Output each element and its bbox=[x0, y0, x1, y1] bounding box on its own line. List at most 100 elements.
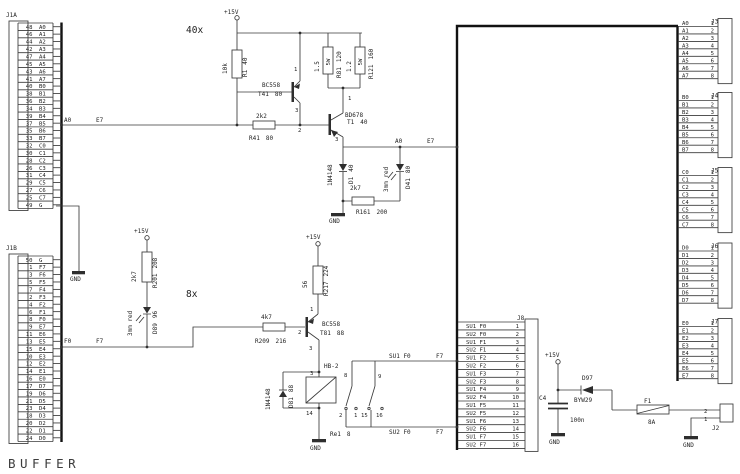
pin-name: E0 bbox=[39, 377, 46, 383]
pin-number: 2 bbox=[711, 253, 714, 259]
pin-number: 7 bbox=[711, 366, 714, 372]
resistor-r1: 10k R140 bbox=[222, 33, 249, 125]
led-d41: 3mm red D4180 bbox=[383, 145, 412, 201]
pin-name: A6 bbox=[682, 66, 689, 72]
pin-name: B5 bbox=[39, 121, 46, 127]
gnd-symbol-j1: GND bbox=[56, 205, 85, 283]
pin-name: F6 bbox=[39, 273, 46, 279]
pin-number: 7 bbox=[29, 287, 32, 293]
input-a-label-e7: E7 bbox=[96, 117, 104, 124]
diode-d97: D97 BYW29 bbox=[574, 375, 637, 411]
t41-pin1: 1 bbox=[294, 67, 297, 73]
pin-number: 21 bbox=[26, 399, 33, 405]
pin-name: B2 bbox=[39, 99, 46, 105]
pin-number: 6 bbox=[711, 132, 714, 138]
pin-number: 12 bbox=[512, 411, 519, 417]
pin-name: E5 bbox=[682, 358, 689, 364]
resistor-r217: 56 R217224 bbox=[302, 265, 330, 314]
t41-part: BC558 bbox=[262, 82, 280, 89]
pin-name: C4 bbox=[39, 173, 46, 179]
pin-name: A0 bbox=[682, 21, 689, 27]
pin-name: C1 bbox=[39, 151, 46, 157]
pin-number: 16 bbox=[512, 443, 519, 449]
pin-name: D4 bbox=[39, 406, 46, 412]
pin-number: 44 bbox=[26, 40, 33, 46]
j2-pin1: 1 bbox=[704, 417, 707, 423]
connector-label: J6 bbox=[711, 243, 719, 250]
j2-pin2: 2 bbox=[704, 409, 707, 415]
pin-name: SU2 F3 bbox=[466, 379, 486, 385]
pin-number: 42 bbox=[26, 47, 33, 53]
pin-number: 38 bbox=[26, 92, 33, 98]
contact-pin-16: 16 bbox=[376, 413, 383, 419]
pin-number: 40 bbox=[26, 84, 33, 90]
r81-ref: R81120 bbox=[336, 51, 343, 78]
pin-name: SU2 F0 bbox=[466, 332, 486, 338]
pin-name: F0 bbox=[39, 317, 46, 323]
gnd-symbol-r161: GND bbox=[329, 201, 345, 225]
pin-name: B0 bbox=[682, 95, 689, 101]
pin-number: 41 bbox=[26, 77, 33, 83]
pin-number: 5 bbox=[711, 200, 714, 206]
pin-name: C6 bbox=[39, 188, 46, 194]
r209-value: 4k7 bbox=[261, 314, 272, 321]
pin-number: 3 bbox=[711, 261, 714, 267]
wire-input-a: A0 E7 bbox=[60, 117, 329, 127]
pin-number: 24 bbox=[26, 436, 33, 442]
t81-pin2: 2 bbox=[298, 330, 301, 336]
page-title: BUFFER bbox=[8, 456, 80, 471]
pin-number: 26 bbox=[26, 166, 33, 172]
pin-number: 5 bbox=[711, 351, 714, 357]
pin-name: B3 bbox=[39, 106, 46, 112]
pin-name: F4 bbox=[39, 287, 46, 293]
pin-number: 4 bbox=[711, 44, 715, 50]
fuse-f1: F1 8A bbox=[636, 398, 720, 426]
pin-number: 7 bbox=[711, 290, 714, 296]
vcc-symbol-c4: +15V bbox=[545, 352, 561, 390]
pin-number: 15 bbox=[26, 347, 33, 353]
pin-number: 31 bbox=[26, 173, 33, 179]
pin-name: C6 bbox=[682, 215, 689, 221]
pin-name: SU1 F7 bbox=[466, 435, 486, 441]
pin-name: B0 bbox=[39, 84, 46, 90]
output-a-label-a0: A0 bbox=[395, 138, 403, 145]
pin-number: 4 bbox=[711, 193, 715, 199]
resistor-r121: 5W 1.2 R121160 bbox=[346, 33, 375, 88]
pin-number: 1 bbox=[711, 246, 714, 252]
r217-ref: R217224 bbox=[323, 265, 330, 296]
pin-number: 2 bbox=[711, 178, 714, 184]
resistor-r201: 2k7 R201208 bbox=[131, 251, 159, 307]
pin-number: 5 bbox=[711, 51, 714, 57]
pin-name: A7 bbox=[39, 77, 46, 83]
pin-number: 6 bbox=[711, 283, 714, 289]
pin-name: B1 bbox=[39, 92, 46, 98]
j2-label: J2 bbox=[712, 425, 720, 432]
r1-value: 10k bbox=[222, 63, 229, 74]
pin-name: G bbox=[39, 203, 43, 209]
pin-name: E4 bbox=[682, 351, 689, 357]
vcc-r217-label: +15V bbox=[306, 234, 321, 241]
relay-part: HB-2 bbox=[324, 363, 339, 370]
pin-name: B2 bbox=[682, 110, 689, 116]
pin-number: 1 bbox=[711, 170, 714, 176]
section-power: +15V D97 BYW29 C4 100n GND F1 bbox=[539, 352, 734, 449]
pin-number: 9 bbox=[516, 387, 519, 393]
pin-name: E6 bbox=[682, 366, 689, 372]
pin-number: 5 bbox=[29, 280, 32, 286]
contact-pin-2: 2 bbox=[339, 413, 342, 419]
r121-wattage: 5W bbox=[358, 58, 364, 65]
c4-value: 100n bbox=[570, 417, 585, 424]
input-f-label-f0: F0 bbox=[64, 338, 72, 345]
section-mid: 8x +15V 2k7 R201208 3mm red D8996 F0 F7 bbox=[60, 228, 459, 452]
pin-name: C1 bbox=[682, 178, 689, 184]
gnd-label-j2: GND bbox=[683, 442, 694, 449]
